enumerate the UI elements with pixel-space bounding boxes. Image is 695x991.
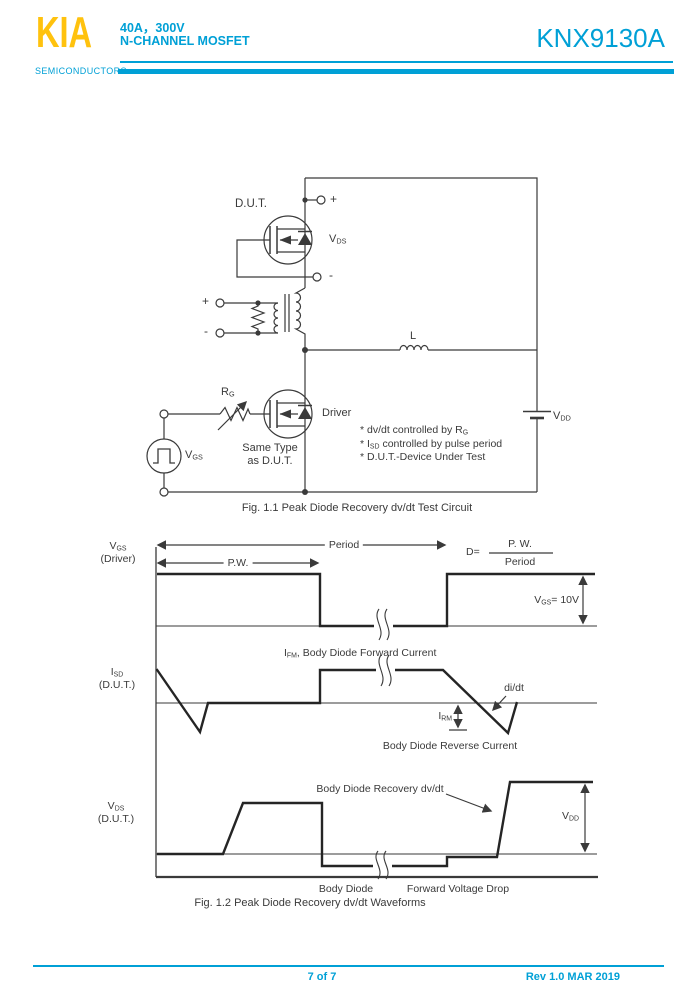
- same-type-label: Same Type as D.U.T.: [242, 442, 298, 467]
- vds-minus-label: -: [329, 268, 333, 282]
- duty-denominator: Period: [504, 556, 536, 568]
- rg-label: RG: [221, 386, 235, 399]
- header-rule-thin: [120, 61, 673, 63]
- reverse-current-label: Body Diode Reverse Current: [382, 740, 518, 752]
- vds-axis-label: VDS (D.U.T.): [97, 800, 135, 825]
- inductor-L: [399, 344, 429, 351]
- circuit-notes: * dv/dt controlled by RG * ISD controlle…: [360, 424, 502, 465]
- note-isd: * ISD controlled by pulse period: [360, 437, 503, 451]
- device-type: N-CHANNEL MOSFET: [120, 34, 250, 48]
- driver-mosfet: [263, 389, 313, 439]
- dimension-arrows: [156, 540, 590, 853]
- page-indicator: 7 of 7: [307, 971, 337, 983]
- primary-coil: [273, 302, 279, 334]
- vds-label: VDS: [329, 233, 347, 246]
- body-diode-label: Body Diode: [318, 883, 374, 895]
- footer-rule: [33, 965, 664, 967]
- fig2-caption: Fig. 1.2 Peak Diode Recovery dv/dt Wavef…: [194, 897, 426, 909]
- vgs-axis-label: VGS (Driver): [100, 540, 136, 565]
- vgs-pulse-source: [146, 438, 182, 474]
- didt-arrow: [492, 695, 507, 712]
- kia-logo-subtext: SEMICONDUCTORS: [35, 66, 127, 76]
- header-rule-thick: [118, 69, 674, 74]
- isd-axis-label: ISD (D.U.T.): [98, 666, 136, 691]
- forward-drop-label: Forward Voltage Drop: [406, 883, 510, 895]
- test-circuit: [146, 177, 551, 497]
- dut-mosfet: [263, 215, 313, 265]
- kia-logo: KIA: [36, 8, 93, 57]
- ground-node: [302, 489, 308, 495]
- vds-plus-terminal: [302, 195, 326, 205]
- duty-lhs: D=: [466, 546, 480, 558]
- circuit-rails: [168, 177, 538, 493]
- rg-arrow: [217, 400, 248, 431]
- sense-resistor: [250, 303, 266, 333]
- transformer-core: [284, 294, 290, 332]
- fig1-caption: Fig. 1.1 Peak Diode Recovery dv/dt Test …: [241, 502, 473, 514]
- period-label: Period: [324, 539, 364, 552]
- revision-label: Rev 1.0 MAR 2019: [525, 971, 620, 983]
- waveform-figure: [155, 540, 598, 880]
- ifm-label: IFM, Body Diode Forward Current: [284, 647, 437, 660]
- vgs-source-label: VGS: [185, 449, 203, 462]
- sense-minus-label: -: [204, 324, 208, 338]
- part-number: KNX9130A: [536, 23, 665, 53]
- didt-label: di/dt: [504, 682, 524, 694]
- driver-label: Driver: [322, 407, 352, 419]
- vdd-battery: [523, 410, 551, 420]
- sense-plus-label: +: [202, 294, 210, 308]
- isd-trace: [155, 668, 519, 736]
- note-dut: * D.U.T.-Device Under Test: [360, 451, 486, 463]
- irm-label: IRM: [438, 710, 452, 723]
- recovery-label: Body Diode Recovery dv/dt: [316, 783, 444, 795]
- note-dvdt: * dv/dt controlled by RG: [360, 424, 469, 437]
- axis-breaks: [373, 608, 395, 880]
- duty-numerator: P. W.: [508, 538, 532, 550]
- vds-plus-label: +: [330, 192, 338, 206]
- dut-gate-tie: [236, 239, 322, 282]
- gate-drive: [159, 400, 270, 497]
- device-rating: 40A，300V: [120, 21, 185, 35]
- vdd-wave-label: VDD: [561, 810, 579, 823]
- inductor-label: L: [410, 330, 417, 342]
- vgs-level-label: VGS= 10V: [534, 594, 579, 607]
- dut-label: D.U.T.: [235, 198, 267, 210]
- secondary-coil: [293, 287, 306, 350]
- sense-transformer: [215, 287, 306, 350]
- pw-label: P.W.: [223, 557, 253, 570]
- recovery-arrow: [445, 793, 493, 813]
- rg-resistor: [219, 406, 251, 422]
- vdd-label: VDD: [553, 410, 571, 423]
